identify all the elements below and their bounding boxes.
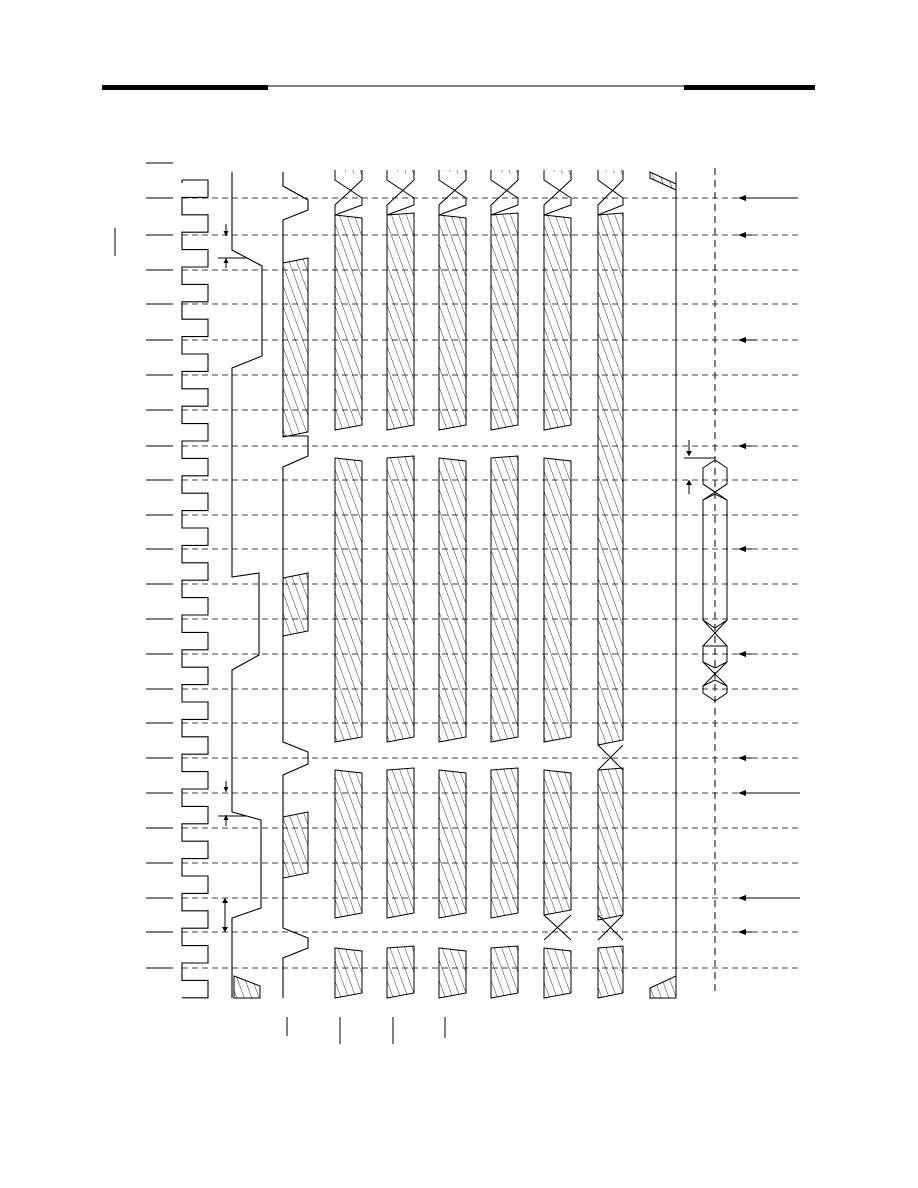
bus-crossover (386, 170, 415, 216)
bus-hatch-cap (598, 170, 623, 175)
bus-hatched-segment (490, 767, 519, 919)
reference-arrow-head (738, 755, 746, 761)
control-hatched-region (282, 257, 309, 438)
timing-marker-head (223, 231, 229, 236)
data-crossover (702, 661, 728, 687)
reference-arrow-head (738, 546, 746, 552)
reference-arrow-head (738, 232, 746, 238)
reference-arrow-head (738, 790, 746, 796)
bus-hatched-segment (438, 947, 467, 999)
bus-crossover (490, 170, 519, 216)
clock-waveform-path (181, 179, 209, 999)
clock-waveform (181, 179, 209, 999)
timing-marker-head (223, 787, 229, 792)
data-valid-cell (702, 459, 728, 493)
bus-hatched-segment (597, 767, 624, 921)
strobe-hatched-tail (233, 975, 261, 999)
control-hatched-region (282, 811, 309, 879)
bus-crossover (597, 744, 624, 771)
header-rule (102, 85, 815, 90)
bus-hatched-segment (490, 455, 519, 743)
bus-hatch-cap (544, 170, 571, 175)
data-crossover (702, 619, 728, 647)
bus-hatch-cap (335, 170, 362, 175)
data-valid-window (702, 493, 728, 629)
bus-hatched-segment (438, 214, 467, 431)
bus-crossover (334, 170, 363, 216)
bus-hatch-cap (439, 170, 466, 175)
data-valid-cell (702, 679, 728, 702)
right-lanes (649, 171, 728, 999)
bus-hatched-segment (386, 945, 415, 999)
control-hatched-region (282, 572, 309, 637)
bus-hatched-segment (386, 767, 415, 919)
reference-arrow-head (738, 443, 746, 449)
header-rule-thick-right (684, 85, 815, 90)
control-waveform (282, 172, 309, 998)
reference-arrow-head (738, 929, 746, 935)
bus-crossover (543, 170, 572, 216)
bus-hatch-cap (387, 170, 414, 175)
bottom-label-stubs (286, 1017, 446, 1044)
bus-crossover (597, 170, 624, 216)
reference-arrow-head (738, 651, 746, 657)
reference-arrow-head (738, 195, 746, 201)
bus-hatched-segment (334, 769, 363, 919)
clock-edge-ticks (114, 162, 173, 969)
bus-hatched-segment (543, 214, 572, 431)
reference-arrow-head (738, 895, 746, 901)
bus-hatched-segment (438, 769, 467, 919)
bus-hatched-segment (334, 947, 363, 999)
timing-marker-head (223, 815, 229, 820)
reference-arrow-head (738, 337, 746, 343)
bus-hatched-segment (386, 212, 415, 431)
reference-arrows (738, 195, 800, 935)
bus-hatch-cap (491, 170, 518, 175)
right-lane-hatch-top (649, 171, 677, 191)
bus-crossover (438, 170, 467, 216)
data-valid-cell (702, 645, 728, 669)
right-lane-hatch-bottom (649, 975, 677, 999)
bus-hatched-segment (597, 212, 624, 746)
header-rule-thick-left (102, 85, 268, 90)
bus-hatched-segment (386, 455, 415, 743)
timing-marker-head (223, 258, 229, 263)
strobe-waveform (218, 172, 263, 999)
bus-hatched-segment (334, 214, 363, 431)
strobe-path (231, 172, 263, 998)
bus-hatched-segment (490, 945, 519, 999)
bus-waveforms (334, 170, 624, 999)
bus-hatched-segment (543, 769, 572, 916)
bus-hatched-segment (543, 947, 572, 999)
bus-hatched-segment (490, 212, 519, 431)
bus-crossover (597, 914, 624, 941)
bus-hatched-segment (543, 457, 572, 743)
bus-hatched-segment (438, 457, 467, 743)
data-crossover (702, 483, 728, 501)
bus-hatched-segment (334, 457, 363, 743)
bus-crossover (543, 914, 572, 941)
bus-hatched-segment (597, 945, 624, 999)
